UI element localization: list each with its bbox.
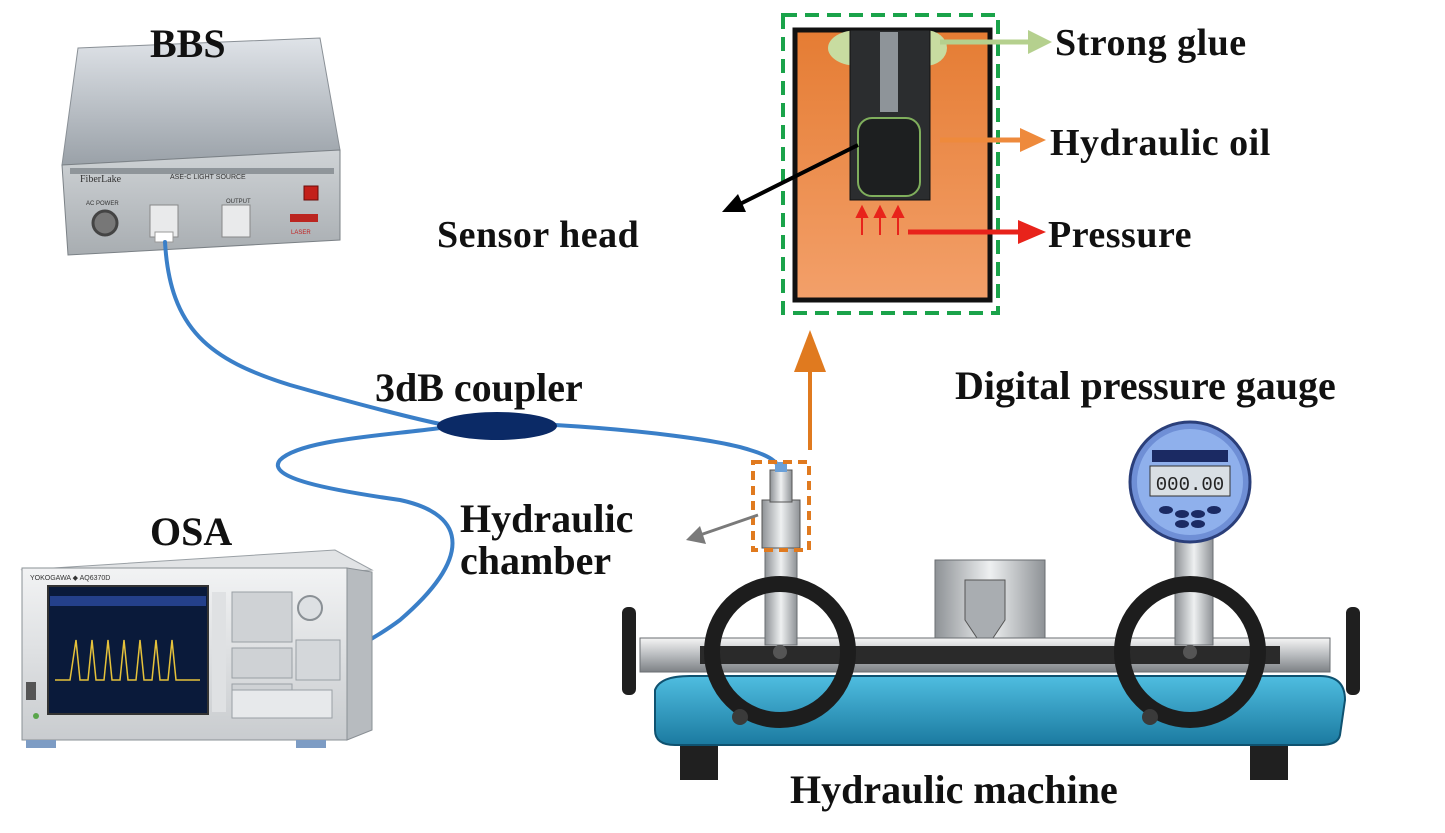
hydraulic-oil-arrow [940,128,1046,152]
bbs-model-text: ASE-C LIGHT SOURCE [170,174,246,181]
sensor-head-label: Sensor head [437,214,640,256]
sensor-head-inset [781,13,1000,315]
chamber-label-arrow [686,513,759,544]
bbs-red-button [303,185,319,201]
sensor-head-arrow [722,143,859,212]
bbs-label: BBS [150,21,226,66]
osa-device: YOKOGAWA ◆ AQ6370D [20,549,374,748]
chamber-highlight-box [751,460,811,552]
osa-spectrum-trace [55,639,200,681]
left-handwheel [704,576,856,728]
hydraulic-chamber-part [761,462,801,549]
bbs-output-port-2 [221,204,251,238]
hydraulic-oil-label: Hydraulic oil [1050,122,1271,164]
bbs-power-text: AC POWER [86,201,119,207]
osa-label: OSA [150,509,233,554]
coupler-label: 3dB coupler [375,365,583,410]
pressure-arrow [908,220,1046,244]
strong-glue-arrow [940,30,1052,54]
hydraulic-chamber-label: Hydraulic chamber [460,496,634,583]
strong-glue-label: Strong glue [1055,22,1247,64]
gauge-reading: 000.00 [1156,474,1224,496]
bbs-brand-text: FiberLake [80,174,122,185]
right-handwheel [1114,576,1266,728]
bbs-power-knob [91,209,119,237]
coupler-body [437,412,557,440]
osa-knob [297,595,323,621]
digital-pressure-gauge-device: 000.00 [1128,420,1252,544]
bbs-device: FiberLake ASE-C LIGHT SOURCE AC POWER OU… [61,37,341,256]
zoom-arrow [794,330,826,450]
pressure-label: Pressure [1048,214,1193,256]
digital-pressure-gauge-label: Digital pressure gauge [955,363,1336,408]
hydraulic-machine-label: Hydraulic machine [790,767,1118,812]
hydraulic-machine: 000.00 [622,420,1360,780]
osa-brand-text: YOKOGAWA ◆ AQ6370D [30,575,110,582]
bbs-output-text: OUTPUT [226,199,251,205]
bbs-laser-text: LASER [291,230,311,236]
